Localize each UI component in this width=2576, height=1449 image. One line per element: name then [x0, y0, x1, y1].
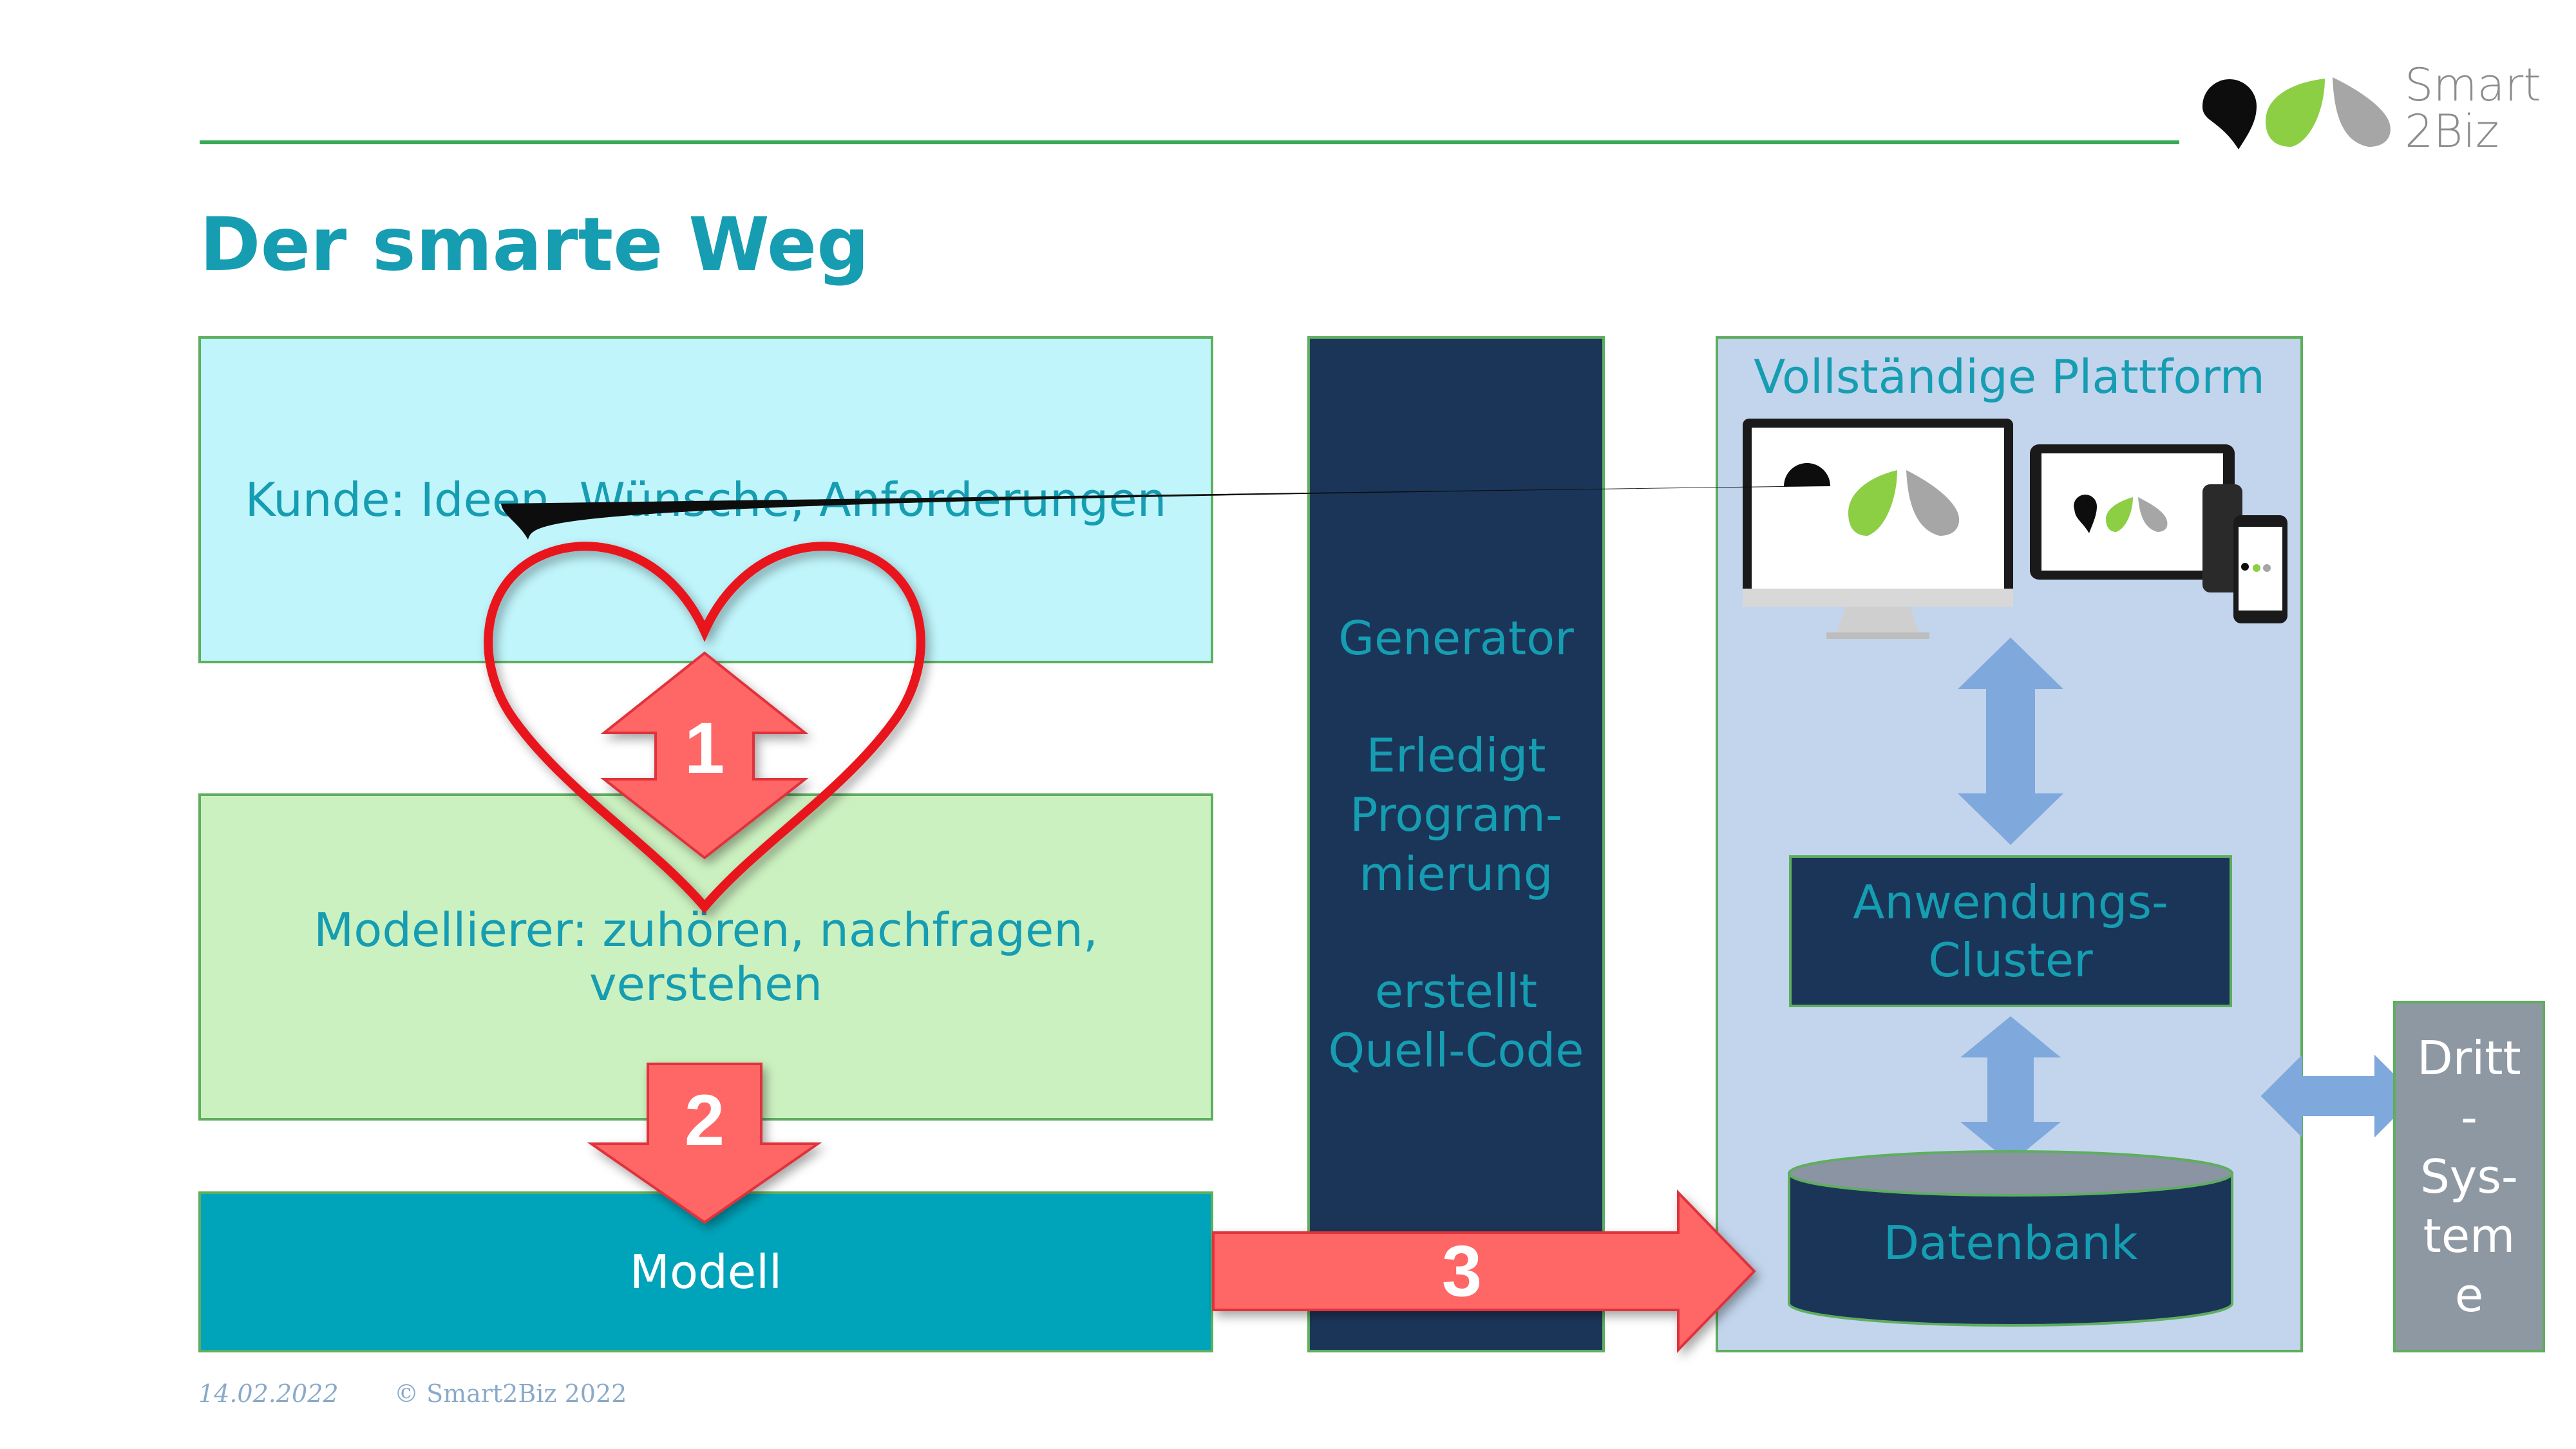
generator-column: Generator Erledigt Program- mierung erst…	[1307, 336, 1605, 1352]
logo-wordmark: Smart 2Biz	[2405, 62, 2541, 155]
generator-line-4: mierung	[1359, 847, 1553, 901]
tablet-icon	[2030, 444, 2235, 580]
smartphone-icon	[2202, 484, 2287, 623]
dritt-line-3: Sys-	[2420, 1150, 2518, 1204]
step-3-arrow-icon	[1212, 1189, 1756, 1353]
dritt-systeme-box: Dritt - Sys- tem e	[2393, 1001, 2545, 1352]
heart-icon	[484, 542, 925, 914]
devices-cluster-arrow-icon	[1958, 638, 2063, 845]
desktop-monitor-icon	[501, 419, 2013, 639]
footer-date: 14.02.2022	[198, 1379, 339, 1408]
generator-title: Generator	[1338, 611, 1574, 665]
generator-line-2: Erledigt	[1366, 728, 1546, 782]
step-2-label: 2	[685, 1080, 724, 1160]
dritt-line-1: Dritt	[2417, 1031, 2521, 1085]
modell-label: Modell	[629, 1245, 782, 1299]
dritt-systeme-arrow-icon	[2260, 1054, 2416, 1138]
step-2-arrow-icon	[587, 1063, 822, 1224]
step-3-label: 3	[1442, 1231, 1482, 1311]
page-title: Der smarte Weg	[200, 202, 869, 287]
cluster-line-2: Cluster	[1928, 933, 2093, 987]
cluster-database-arrow-icon	[1960, 1016, 2061, 1163]
cluster-line-1: Anwendungs-	[1853, 875, 2168, 929]
smart2biz-logo-icon	[2202, 77, 2391, 149]
logo-line-1: Smart	[2405, 59, 2541, 111]
step-1-label: 1	[685, 708, 724, 788]
generator-line-3: Program-	[1350, 788, 1562, 842]
generator-line-6: Quell-Code	[1328, 1023, 1584, 1077]
header-divider	[200, 140, 2179, 144]
dritt-line-2: -	[2461, 1090, 2477, 1144]
dritt-line-4: tem	[2423, 1209, 2515, 1263]
database-cylinder-icon	[1788, 1150, 2233, 1327]
database-label: Datenbank	[1883, 1216, 2138, 1270]
footer-copyright: © Smart2Biz 2022	[394, 1379, 627, 1408]
step-1-arrow-icon	[600, 651, 809, 860]
platform-title: Vollständige Plattform	[1754, 350, 2265, 404]
anwendungs-cluster-box: Anwendungs- Cluster	[1789, 855, 2232, 1007]
logo-line-2: 2Biz	[2405, 105, 2499, 158]
generator-line-5: erstellt	[1374, 964, 1538, 1018]
dritt-line-5: e	[2454, 1268, 2484, 1322]
